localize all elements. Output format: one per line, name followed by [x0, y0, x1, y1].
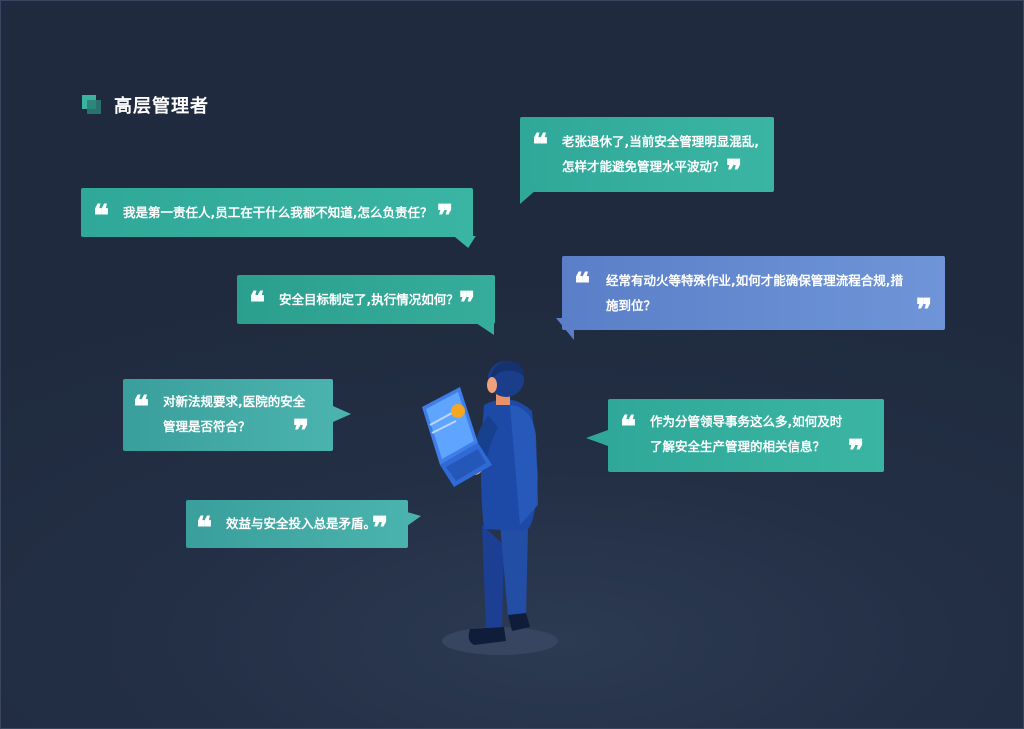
speech-bubble-special-operations: ❝ 经常有动火等特殊作业,如何才能确保管理流程合规,措 施到位？ ❞ — [562, 256, 945, 330]
close-quote-icon: ❞ — [293, 414, 310, 449]
square-icon — [82, 95, 102, 115]
open-quote-icon: ❝ — [249, 286, 266, 321]
speech-bubble-responsibility: ❝ 我是第一责任人,员工在干什么我都不知道,怎么负责任？ ❞ — [81, 188, 473, 237]
bubble-text-line-1: 经常有动火等特殊作业,如何才能确保管理流程合规,措 — [606, 273, 903, 288]
bubble-tail — [333, 406, 351, 422]
bubble-tail — [586, 430, 608, 446]
close-quote-icon: ❞ — [848, 434, 865, 469]
close-quote-icon: ❞ — [372, 511, 389, 546]
speech-bubble-investment: ❝ 效益与安全投入总是矛盾。 ❞ — [186, 500, 408, 548]
open-quote-icon: ❝ — [93, 199, 110, 234]
bubble-text: 效益与安全投入总是矛盾。 — [226, 516, 377, 531]
open-quote-icon: ❝ — [133, 390, 150, 425]
close-quote-icon: ❞ — [726, 154, 743, 189]
bubble-text-line-1: 作为分管领导事务这么多,如何及时 — [650, 414, 843, 429]
open-quote-icon: ❝ — [574, 267, 591, 302]
bubble-tail — [453, 236, 481, 248]
close-quote-icon: ❞ — [437, 199, 454, 234]
bubble-text-line-1: 老张退休了,当前安全管理明显混乱, — [562, 134, 759, 149]
close-quote-icon: ❞ — [916, 293, 933, 328]
bubble-tail — [556, 318, 574, 340]
open-quote-icon: ❝ — [196, 511, 213, 546]
bubble-text-line-2: 施到位？ — [606, 298, 657, 313]
bubble-text: 我是第一责任人,员工在干什么我都不知道,怎么负责任？ — [123, 205, 433, 220]
section-heading: 高层管理者 — [82, 92, 209, 118]
speech-bubble-target: ❝ 安全目标制定了,执行情况如何？ ❞ — [237, 275, 495, 324]
speech-bubble-information: ❝ 作为分管领导事务这么多,如何及时 了解安全生产管理的相关信息？ ❞ — [608, 399, 884, 472]
bubble-text-line-2: 怎样才能避免管理水平波动？ — [562, 159, 725, 174]
close-quote-icon: ❞ — [459, 286, 476, 321]
speech-bubble-regulations: ❝ 对新法规要求,医院的安全 管理是否符合？ ❞ — [123, 379, 333, 451]
open-quote-icon: ❝ — [532, 128, 549, 163]
bubble-tail — [407, 512, 421, 526]
manager-with-laptop-illustration — [422, 361, 558, 655]
bubble-tail — [520, 190, 536, 204]
speech-bubble-retirement: ❝ 老张退休了,当前安全管理明显混乱, 怎样才能避免管理水平波动？ ❞ — [520, 117, 774, 192]
open-quote-icon: ❝ — [620, 410, 637, 445]
page-title: 高层管理者 — [114, 96, 209, 117]
bubble-text: 安全目标制定了,执行情况如何？ — [279, 292, 459, 307]
bubble-tail — [476, 323, 494, 335]
bubble-text-line-2: 管理是否符合？ — [163, 419, 251, 434]
bubble-text-line-2: 了解安全生产管理的相关信息？ — [650, 439, 826, 454]
bubble-text-line-1: 对新法规要求,医院的安全 — [163, 394, 306, 409]
